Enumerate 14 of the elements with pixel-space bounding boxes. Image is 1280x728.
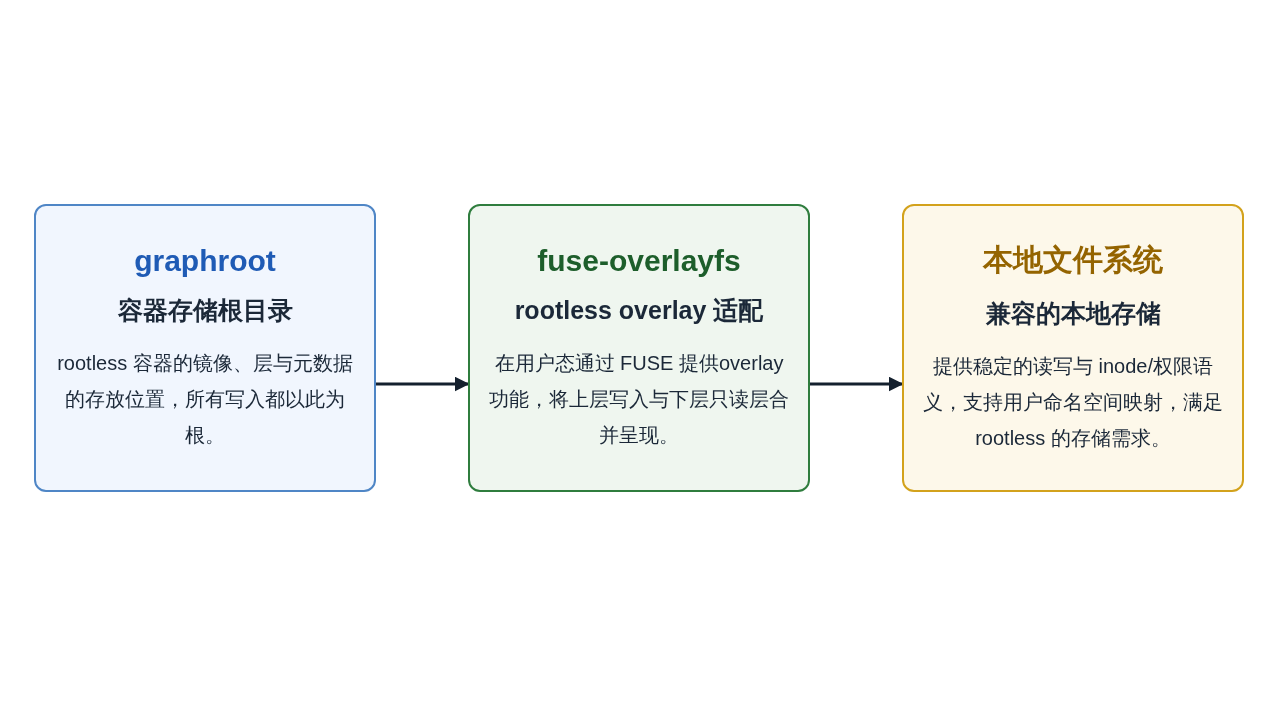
node-title: fuse-overlayfs (537, 243, 741, 278)
process-box (902, 204, 1244, 492)
arrow (376, 376, 470, 392)
node-title: 本地文件系统 (983, 242, 1163, 278)
arrow (810, 376, 904, 392)
node-description: rootless 容器的镜像、层与元数据的存放位置，所有写入都以此为根。 (56, 350, 354, 448)
node-subtitle: 容器存储根目录 (117, 294, 293, 326)
node-description: 在用户态通过 FUSE 提供overlay 功能，将上层写入与下层只读层合并呈现。 (489, 350, 789, 448)
process-box (34, 204, 376, 492)
node-title: graphroot (134, 243, 276, 278)
node-description: 提供稳定的读写与 inode/权限语义，支持用户命名空间映射，满足 rootless 的存储需求。 (923, 354, 1223, 451)
node-subtitle: 兼容的本地存储 (985, 298, 1161, 329)
node-subtitle: rootless overlay 适配 (514, 294, 764, 326)
process-box (468, 204, 810, 492)
